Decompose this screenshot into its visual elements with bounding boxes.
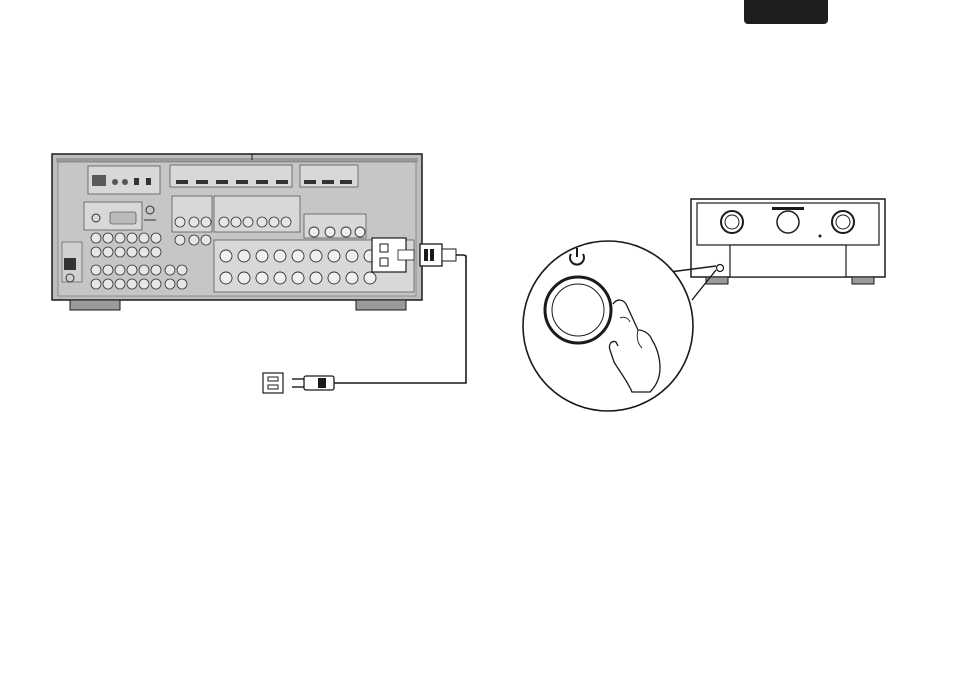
wall-outlet-icon xyxy=(262,372,284,394)
av-receiver-front-panel-icon xyxy=(690,198,886,285)
av-receiver-rear-panel-icon xyxy=(51,153,423,311)
language-tab xyxy=(744,0,828,24)
power-button-press-icon xyxy=(522,240,717,412)
power-cord-icon xyxy=(292,243,467,391)
